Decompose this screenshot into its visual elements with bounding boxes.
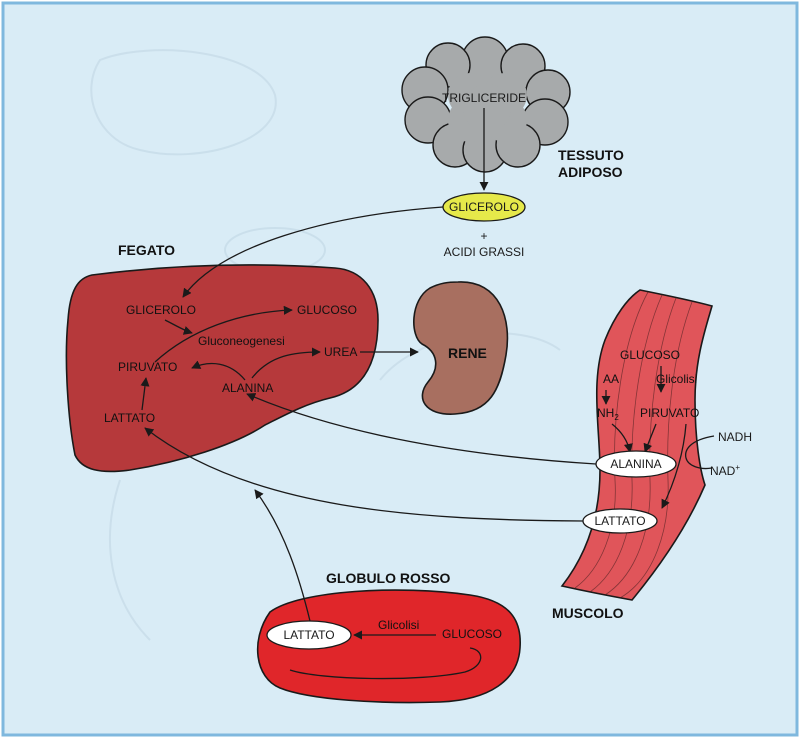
alanina-muscle-label: ALANINA [610, 457, 661, 471]
glicerolo-liver-label: GLICEROLO [126, 303, 196, 317]
urea-label: UREA [324, 345, 357, 359]
alanina-to-piruvato-arrow [191, 360, 246, 381]
fegato-title: FEGATO [118, 242, 175, 258]
trigliceride-label: TRIGLICERIDE [442, 91, 526, 105]
kidney-shape [413, 281, 509, 415]
piruvato-muscle-label: PIRUVATO [640, 406, 699, 420]
nadh-nad-arc [684, 435, 715, 470]
glucoso-rbc-label: GLUCOSO [442, 627, 502, 641]
muscle-fiber-lines [574, 291, 693, 599]
glicerolo-to-path-arrow [164, 319, 193, 335]
glicolisi-muscle-label: Glicolisi [656, 372, 697, 386]
adipose-cloud [401, 36, 571, 173]
glicolisi-rbc-label: Glicolisi [378, 618, 419, 632]
lattato-rbc-label: LATTATO [283, 628, 334, 642]
rene-title: RENE [448, 345, 487, 361]
nh2-label: NH2 [597, 406, 619, 422]
alanina-to-urea-arrow [251, 347, 321, 379]
rbc-inner-curve [289, 647, 482, 680]
lattato-muscle-label: LATTATO [594, 514, 645, 528]
glucoso-liver-label: GLUCOSO [297, 303, 357, 317]
lattato-to-piruvato-arrow [140, 377, 150, 411]
lattato-muscle-to-liver-arrow [144, 427, 584, 522]
lattato-rbc-to-liver-arrow [254, 489, 311, 622]
aa-label: AA [603, 372, 619, 386]
lattato-rbc-pill [266, 620, 352, 650]
piruvato-to-alanina-arrow [643, 423, 657, 453]
gluconeogenesi-label: Gluconeogenesi [198, 334, 285, 348]
lattato-liver-label: LATTATO [104, 411, 155, 425]
alanina-to-liver-arrow [246, 393, 597, 465]
piruvato-to-glucoso-arrow [154, 305, 293, 363]
plus-label: + [480, 229, 487, 243]
glicerolo-to-liver-arrow [182, 206, 444, 298]
muscolo-title: MUSCOLO [552, 605, 624, 621]
adipose-title-line1: TESSUTO [558, 147, 624, 163]
nad-label: NAD+ [710, 463, 740, 478]
globulo-rosso-title: GLOBULO ROSSO [326, 570, 451, 586]
piruvato-to-lattato-arrow [661, 423, 687, 509]
liver-shape [65, 264, 379, 473]
glucoso-muscle-label: GLUCOSO [620, 348, 680, 362]
nh2-to-alanina-arrow [611, 423, 633, 453]
acidi-grassi-label: ACIDI GRASSI [444, 245, 525, 259]
nadh-label: NADH [718, 430, 752, 444]
piruvato-liver-label: PIRUVATO [118, 360, 177, 374]
adipose-title-line2: ADIPOSO [558, 164, 623, 180]
alanina-liver-label: ALANINA [222, 381, 273, 395]
glicerolo-adipose-label: GLICEROLO [449, 200, 519, 214]
